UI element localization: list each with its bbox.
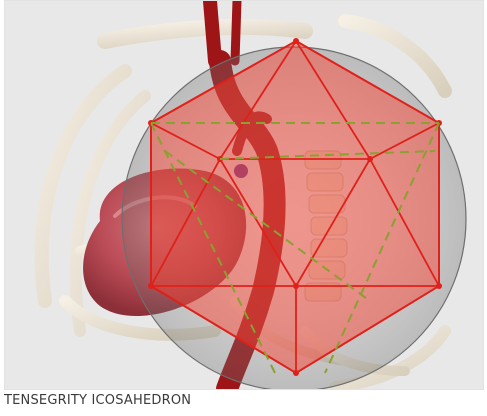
illustration-frame — [4, 0, 484, 390]
figure-caption: TENSEGRITY ICOSAHEDRON — [4, 393, 191, 408]
tensegrity-illustration — [5, 1, 483, 389]
